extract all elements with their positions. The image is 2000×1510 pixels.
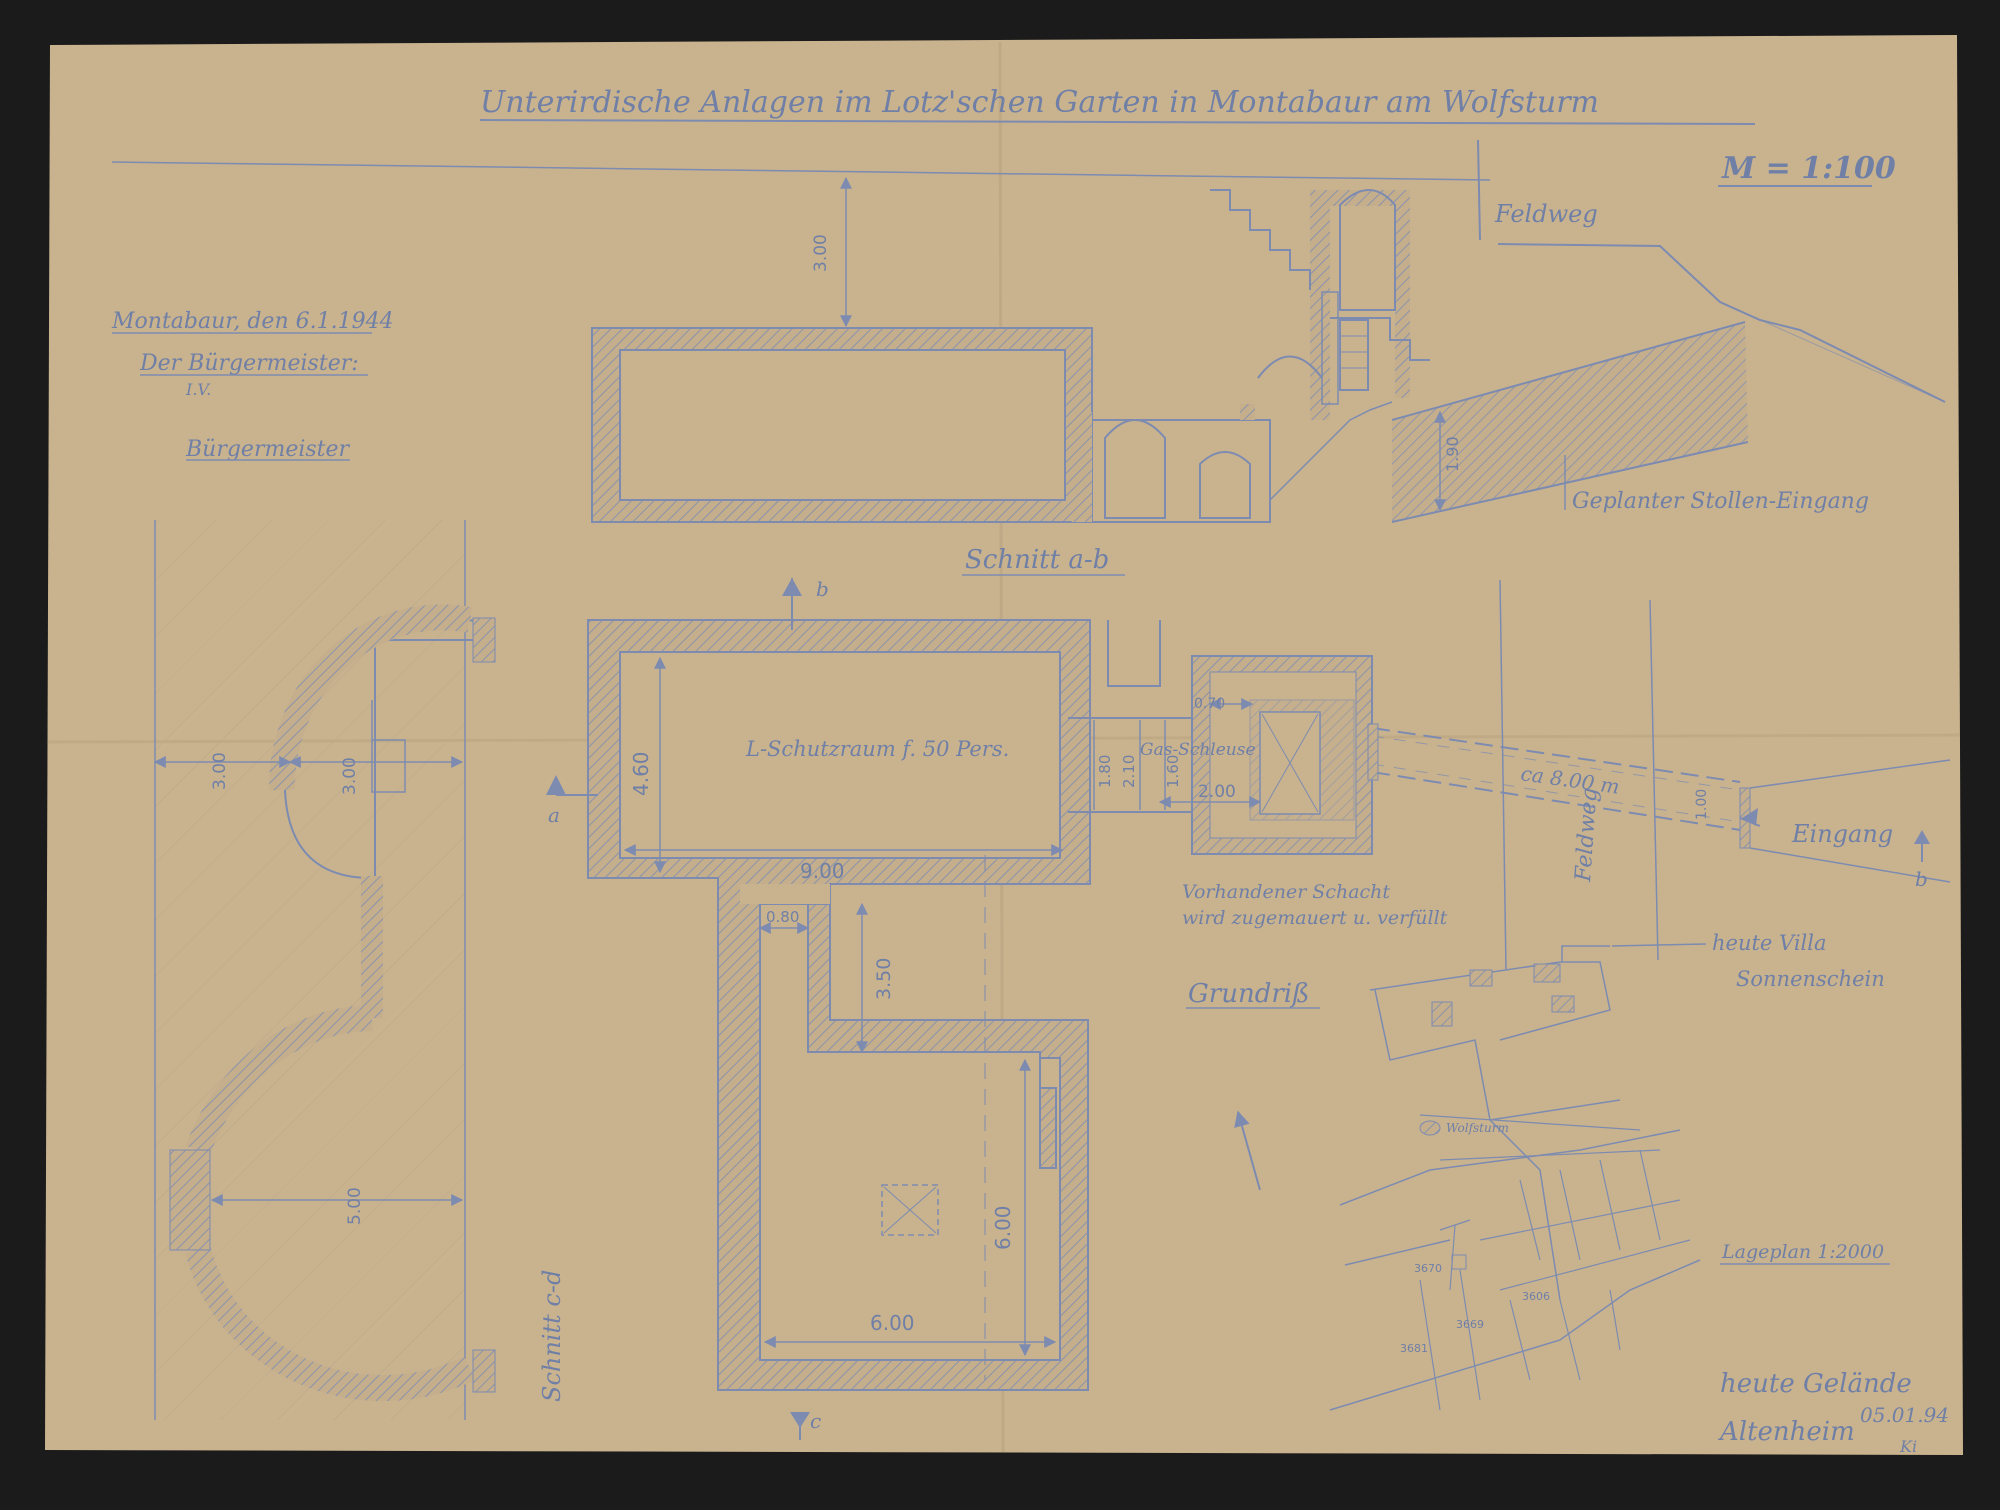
villa-label-2: Sonnenschein [1736, 967, 1885, 991]
annotation-initials: Ki [1899, 1437, 1917, 1456]
dim-tunnel-height: 1.90 [1443, 436, 1462, 472]
parcel-2: 3606 [1522, 1290, 1550, 1303]
parcel-4: 3669 [1456, 1318, 1484, 1331]
dim-cd-top: 3.00 [340, 757, 360, 795]
scale-label: M = 1:100 [1721, 151, 1896, 186]
signature-block: Montabaur, den 6.1.1944 Der Bürgermeiste… [111, 309, 394, 462]
marker-a: a [548, 803, 560, 827]
site-plan-drawing [1329, 943, 1707, 1411]
existing-shaft-note-2: wird zugemauert u. verfüllt [1182, 907, 1448, 929]
dim-passage-2: 2.10 [1120, 755, 1138, 788]
annotation-line-2: Altenheim [1718, 1417, 1855, 1447]
site-plan-labels: heute Villa Sonnenschein Wolfsturm 3670 … [1400, 931, 1890, 1355]
existing-shaft-note-1: Vorhandener Schacht [1182, 881, 1390, 903]
place-date: Montabaur, den 6.1.1944 [111, 309, 394, 334]
dim-width: 4.60 [629, 751, 653, 796]
dim-lower-width: 6.00 [870, 1311, 915, 1335]
villa-label-1: heute Villa [1712, 931, 1827, 955]
tunnel-width: 1.00 [1694, 789, 1710, 820]
signatory: Der Bürgermeister: [139, 351, 359, 376]
document-title: Unterirdische Anlagen im Lotz'schen Gart… [480, 85, 1599, 120]
section-ab-title: Schnitt a-b [965, 545, 1109, 575]
header: Unterirdische Anlagen im Lotz'schen Gart… [479, 85, 1896, 187]
dim-lower-height: 6.00 [991, 1205, 1015, 1250]
marker-b-top: b [816, 577, 829, 601]
floor-plan-labels: L-Schutzraum f. 50 Pers. 4.60 9.00 1.80 … [548, 577, 1928, 1433]
parcel-1: 3670 [1414, 1262, 1442, 1275]
annotation-line-1: heute Gelände [1720, 1369, 1912, 1399]
plan-title: Grundriß [1188, 979, 1309, 1009]
tower-label: Wolfsturm [1446, 1121, 1509, 1135]
entrance-label: Eingang [1791, 820, 1893, 848]
shaft-label: Gas-Schleuse [1140, 740, 1256, 760]
terrain-label: Feldweg [1494, 200, 1598, 228]
section-cd-labels: 3.00 3.00 5.00 Schnitt c-d [210, 752, 566, 1402]
dim-wall: 0.80 [766, 908, 799, 926]
room-label: L-Schutzraum f. 50 Pers. [745, 737, 1009, 761]
site-plan-title: Lageplan 1:2000 [1721, 1241, 1884, 1263]
marker-b: b [1915, 867, 1928, 891]
dim-passage-3: 1.60 [1164, 755, 1182, 788]
section-cd-drawing [153, 520, 496, 1420]
dim-cd-bottom: 5.00 [345, 1187, 365, 1225]
annotation-date: 05.01.94 [1860, 1403, 1949, 1427]
dim-length: 9.00 [800, 859, 845, 883]
dim-shaft-width: 2.00 [1198, 782, 1236, 802]
signatory-initials: I.V. [185, 380, 211, 399]
dim-depth: 3.00 [811, 234, 831, 272]
section-ab-labels: 3.00 1.90 Feldweg Geplanter Stollen-Eing… [811, 200, 1869, 576]
tunnel-label: Geplanter Stollen-Eingang [1572, 489, 1869, 514]
dim-cd-top-left: 3.00 [210, 752, 230, 790]
parcel-3: 3681 [1400, 1342, 1428, 1355]
dim-corridor: 3.50 [873, 958, 895, 1000]
dim-shaft-top: 0.70 [1194, 696, 1225, 712]
section-cd-title: Schnitt c-d [538, 1270, 566, 1402]
section-ab-drawing [111, 139, 1946, 523]
signatory-role: Bürgermeister [185, 437, 351, 462]
later-annotation: heute Gelände Altenheim 05.01.94 Ki [1718, 1369, 1949, 1456]
dim-passage-1: 1.80 [1096, 755, 1114, 788]
floor-plan-drawing [546, 578, 1951, 1440]
marker-c: c [810, 1409, 821, 1433]
